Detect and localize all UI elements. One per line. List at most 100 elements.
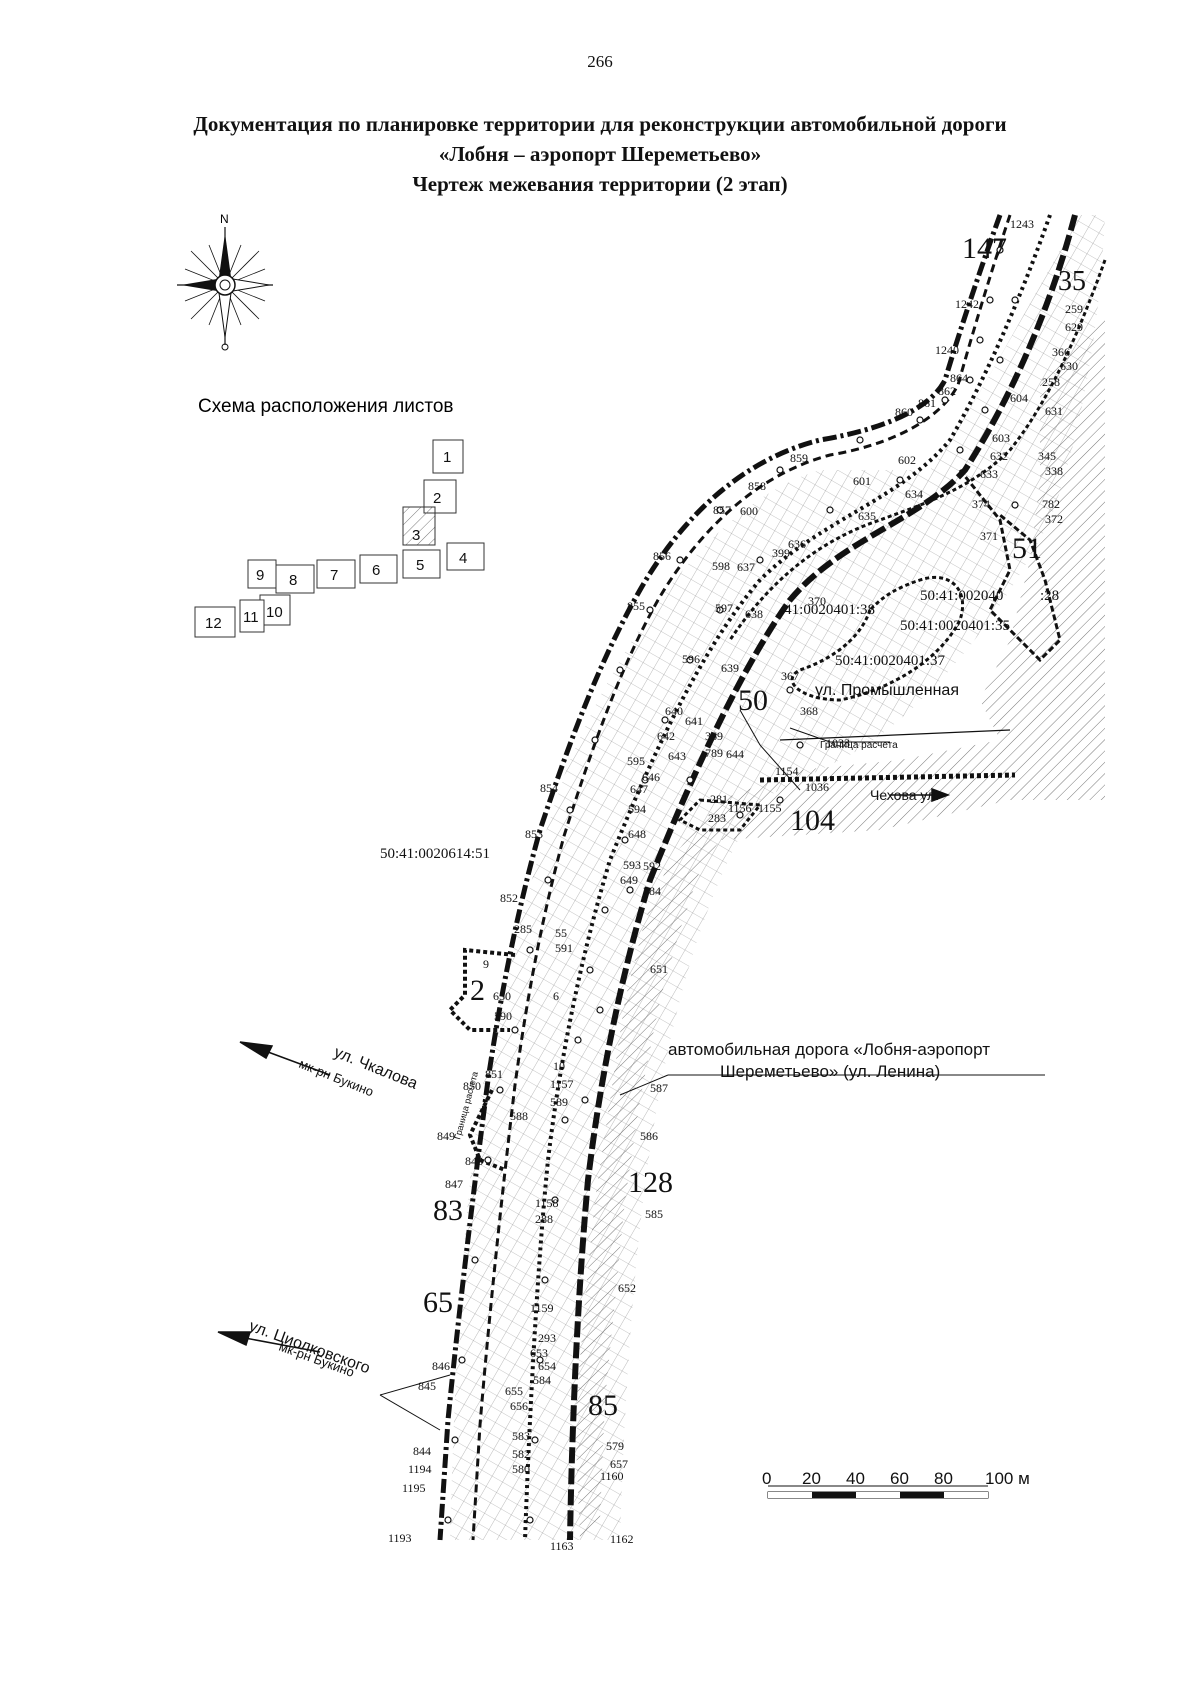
boundary-west bbox=[437, 214, 1003, 1541]
point-label: 1240 bbox=[935, 343, 959, 357]
point-label: 846 bbox=[432, 1359, 450, 1373]
parcel-label-51: 51 bbox=[1012, 532, 1042, 565]
point-number-labels: 1243124212408648628618608598588578568558… bbox=[388, 217, 1083, 1553]
point-label: 1159 bbox=[530, 1301, 554, 1315]
point-label: 782 bbox=[1042, 497, 1060, 511]
highway-label-line-1: автомобильная дорога «Лобня-аэропорт bbox=[668, 1040, 990, 1059]
point-label: 1243 bbox=[1010, 217, 1034, 231]
point-label: 585 bbox=[645, 1207, 663, 1221]
point-label: 588 bbox=[510, 1109, 528, 1123]
point-label: 586 bbox=[640, 1129, 658, 1143]
cadastral-label-c4: :41:0020401:38 bbox=[780, 602, 875, 618]
highway-label-line-2: Шереметьево» (ул. Ленина) bbox=[720, 1062, 940, 1081]
point-label: 596 bbox=[682, 652, 700, 666]
point-label: 583 bbox=[512, 1429, 530, 1443]
point-label: 602 bbox=[898, 453, 916, 467]
boundary-west-inner bbox=[471, 214, 1012, 1541]
point-label: 399 bbox=[772, 546, 790, 560]
sheet-label-6: 6 bbox=[372, 562, 380, 579]
sheet-label-5: 5 bbox=[416, 557, 424, 574]
point-label: 592 bbox=[643, 859, 661, 873]
point-label: 851 bbox=[485, 1067, 503, 1081]
point-label: 855 bbox=[627, 599, 645, 613]
sheet-10 bbox=[259, 594, 291, 626]
sheet-label-12: 12 bbox=[205, 615, 222, 632]
sheet-scheme bbox=[194, 439, 485, 638]
point-label: 858 bbox=[748, 479, 766, 493]
point-label: 857 bbox=[713, 503, 731, 517]
road-line-1 bbox=[523, 214, 1052, 1541]
point-label: 845 bbox=[418, 1379, 436, 1393]
parcel-label-83: 83 bbox=[433, 1194, 463, 1227]
sheet-12 bbox=[194, 606, 236, 638]
document-title-line-3: Чертеж межевания территории (2 этап) bbox=[412, 172, 788, 196]
parcel-near-849 bbox=[467, 1089, 506, 1172]
point-label: 632 bbox=[990, 449, 1008, 463]
point-label: 589 bbox=[550, 1095, 568, 1109]
point-label: 650 bbox=[493, 989, 511, 1003]
page-number: 266 bbox=[587, 52, 613, 71]
point-label: 367 bbox=[781, 669, 799, 683]
point-label: 55 bbox=[555, 926, 567, 940]
point-label: 1157 bbox=[550, 1077, 574, 1091]
point-label: 854 bbox=[540, 781, 558, 795]
cadastral-label-c5: 50:41:0020614:51 bbox=[380, 846, 490, 862]
sheet-label-1: 1 bbox=[443, 449, 451, 466]
point-label: 600 bbox=[740, 504, 758, 518]
sheet-8 bbox=[275, 564, 315, 594]
point-label: 281 bbox=[710, 792, 728, 806]
sheet-label-8: 8 bbox=[289, 572, 297, 589]
parcel-label-50: 50 bbox=[738, 684, 768, 717]
street-arrows bbox=[217, 787, 951, 1353]
point-label: 372 bbox=[1045, 512, 1063, 526]
point-label: 1195 bbox=[402, 1481, 426, 1495]
point-label: 1242 bbox=[955, 297, 979, 311]
point-label: 643 bbox=[668, 749, 686, 763]
point-label: 852 bbox=[500, 891, 518, 905]
point-label: 646 bbox=[642, 770, 660, 784]
point-label: 370 bbox=[808, 594, 826, 608]
point-label: 374 bbox=[972, 497, 990, 511]
document-title-line-2: «Лобня – аэропорт Шереметьево» bbox=[438, 142, 762, 166]
point-label: 1162 bbox=[610, 1532, 634, 1546]
point-label: 597 bbox=[715, 601, 733, 615]
point-label: 594 bbox=[628, 802, 646, 816]
point-label: 633 bbox=[980, 467, 998, 481]
parcel-label-35: 35 bbox=[1058, 266, 1086, 297]
point-label: 630 bbox=[1060, 359, 1078, 373]
sheet-1 bbox=[432, 439, 464, 474]
parcel-51-boundary bbox=[958, 469, 1062, 663]
point-label: 1158 bbox=[535, 1196, 559, 1210]
sheet-label-2: 2 bbox=[433, 490, 441, 507]
vertex-markers bbox=[444, 246, 1019, 1524]
point-label: 642 bbox=[657, 729, 675, 743]
point-label: 641 bbox=[685, 714, 703, 728]
point-label: 636 bbox=[788, 537, 806, 551]
sheet-label-4: 4 bbox=[459, 550, 467, 567]
point-label: 366 bbox=[1052, 345, 1070, 359]
point-label: 652 bbox=[618, 1281, 636, 1295]
point-label: 580 bbox=[512, 1462, 530, 1476]
sheet-label-9: 9 bbox=[256, 567, 264, 584]
point-label: 853 bbox=[525, 827, 543, 841]
parcel-label-128: 128 bbox=[628, 1166, 673, 1199]
point-label: 648 bbox=[628, 827, 646, 841]
point-label: 638 bbox=[745, 607, 763, 621]
point-label: 1156 bbox=[728, 801, 752, 815]
boundary-label-1: Граница расчета bbox=[820, 740, 898, 751]
point-label: 848 bbox=[465, 1154, 483, 1168]
point-label: 649 bbox=[620, 873, 638, 887]
point-label: 582 bbox=[512, 1447, 530, 1461]
point-label: 579 bbox=[606, 1439, 624, 1453]
sheet-scheme-title: Схема расположения листов bbox=[198, 396, 454, 417]
scale-tick-20: 20 bbox=[802, 1469, 821, 1488]
point-label: 293 bbox=[538, 1331, 556, 1345]
point-label: 288 bbox=[535, 1212, 553, 1226]
point-label: 9 bbox=[483, 957, 489, 971]
scale-bar bbox=[767, 1485, 989, 1499]
point-label: 584 bbox=[533, 1373, 551, 1387]
point-label: 1193 bbox=[388, 1531, 412, 1545]
road-line-3 bbox=[728, 259, 1107, 641]
sheet-3 bbox=[402, 506, 436, 546]
